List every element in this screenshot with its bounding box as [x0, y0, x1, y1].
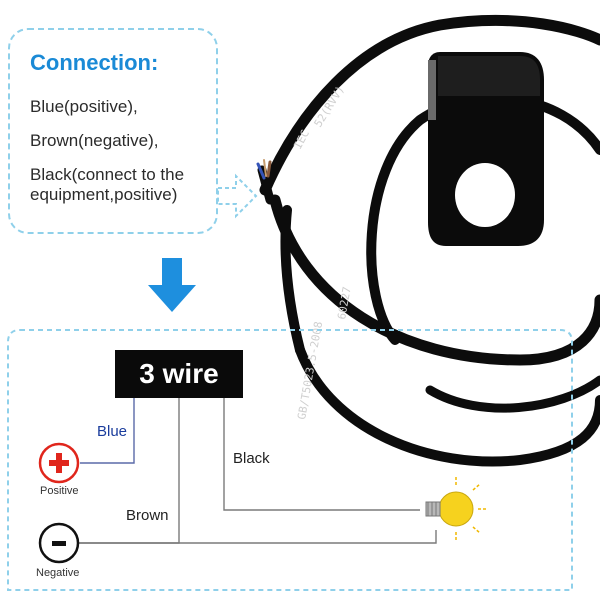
connection-line-brown: Brown(negative),	[30, 131, 159, 150]
arrow-down-icon	[148, 258, 196, 312]
three-wire-label-box: 3 wire	[115, 350, 243, 398]
plus-circle-icon	[38, 442, 80, 484]
light-bulb-icon	[425, 476, 488, 541]
negative-label: Negative	[36, 567, 80, 579]
connection-line-black-2: equipment,positive)	[30, 185, 178, 204]
wire-label-black: Black	[233, 450, 270, 467]
connection-line-black-1: Black(connect to the	[30, 165, 185, 184]
minus-circle-icon	[38, 522, 80, 564]
connection-title: Connection:	[30, 50, 159, 75]
switch-housing	[428, 52, 544, 246]
cable-print-60227: 60227	[335, 286, 354, 321]
wire-ends-icon	[256, 159, 275, 205]
connection-line-blue: Blue(positive),	[30, 97, 138, 116]
positive-label: Positive	[40, 485, 79, 497]
connection-callout	[8, 28, 218, 234]
callout-pointer-arrow	[217, 173, 258, 219]
cable-coil	[259, 14, 600, 467]
wire-label-blue: Blue	[97, 423, 128, 440]
wiring-lines	[78, 398, 437, 544]
wiring-diagram-frame	[7, 329, 573, 591]
wire-label-brown: Brown	[126, 507, 169, 524]
